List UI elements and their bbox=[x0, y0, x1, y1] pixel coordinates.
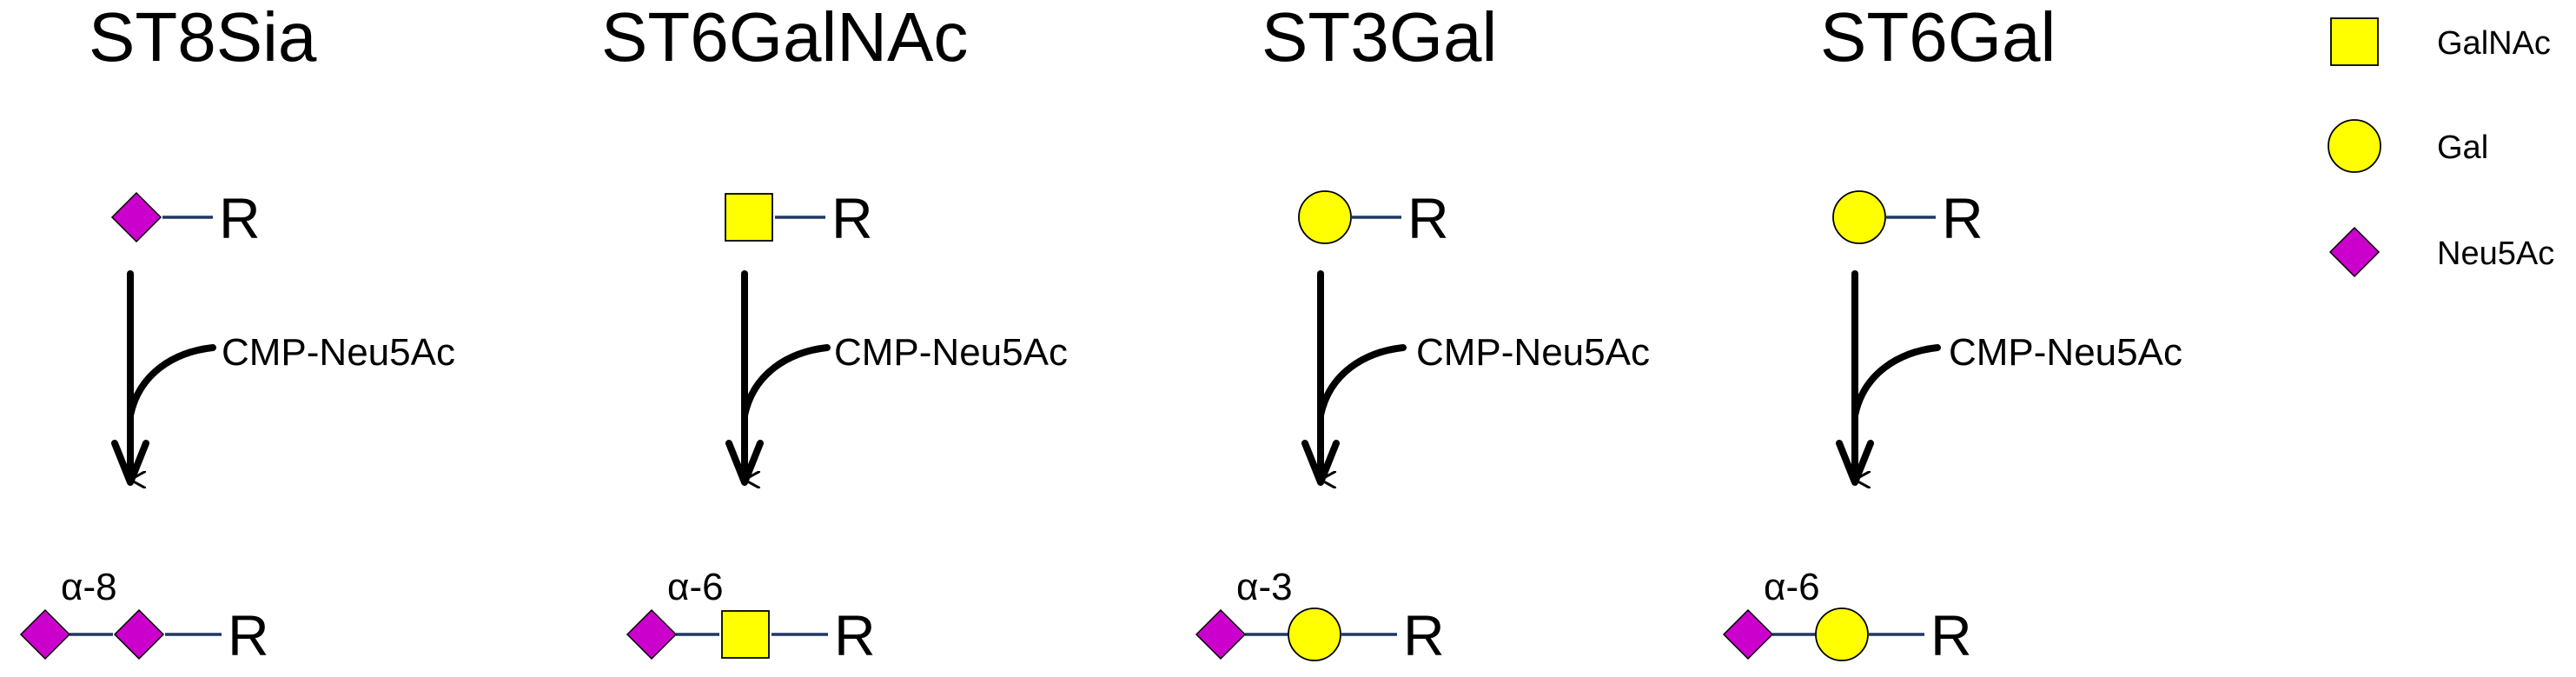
arrowhead-icon bbox=[111, 440, 149, 486]
neu5ac-diamond-icon bbox=[19, 608, 71, 660]
legend-label-gal: Gal bbox=[2437, 129, 2488, 166]
gal-circle-icon bbox=[1288, 607, 1341, 661]
substrate-r-label: R bbox=[831, 186, 873, 250]
legend-label-neu5ac: Neu5Ac bbox=[2437, 236, 2554, 272]
donor-label: CMP-Neu5Ac bbox=[222, 331, 455, 374]
neu5ac-diamond-icon bbox=[113, 608, 165, 660]
product-r-label: R bbox=[1930, 603, 1972, 667]
linkage-label: α-3 bbox=[1236, 566, 1293, 608]
substrate-r-label: R bbox=[1407, 186, 1449, 250]
neu5ac-diamond-icon bbox=[1195, 608, 1247, 660]
donor-label: CMP-Neu5Ac bbox=[1416, 331, 1650, 374]
donor-curve bbox=[1317, 344, 1407, 419]
galnac-square-icon bbox=[725, 193, 773, 242]
gal-circle-icon bbox=[1832, 190, 1886, 244]
donor-label: CMP-Neu5Ac bbox=[834, 331, 1068, 374]
arrowhead-icon bbox=[1301, 440, 1340, 486]
neu5ac-diamond-icon bbox=[626, 608, 678, 660]
donor-curve bbox=[1851, 344, 1941, 419]
substrate-r-label: R bbox=[1942, 186, 1983, 250]
galnac-square-icon bbox=[2330, 17, 2379, 66]
linkage-label: α-6 bbox=[667, 566, 724, 608]
arrowhead-icon bbox=[725, 440, 764, 486]
product-r-label: R bbox=[228, 603, 269, 667]
panel-title: ST3Gal bbox=[1262, 0, 1497, 76]
product-r-label: R bbox=[1403, 603, 1445, 667]
gal-circle-icon bbox=[1815, 607, 1869, 661]
donor-label: CMP-Neu5Ac bbox=[1949, 331, 2182, 374]
neu5ac-diamond-icon bbox=[110, 191, 162, 243]
panel-title: ST6Gal bbox=[1820, 0, 2056, 76]
neu5ac-diamond-icon bbox=[1722, 608, 1774, 660]
galnac-square-icon bbox=[721, 610, 770, 659]
gal-circle-icon bbox=[2328, 119, 2381, 173]
donor-curve bbox=[741, 344, 831, 419]
arrowhead-icon bbox=[1836, 440, 1874, 486]
legend-label-galnac: GalNAc bbox=[2437, 25, 2551, 62]
linkage-label: α-8 bbox=[61, 566, 117, 608]
product-r-label: R bbox=[834, 603, 876, 667]
substrate-r-label: R bbox=[219, 186, 261, 250]
panel-title: ST6GalNAc bbox=[601, 0, 968, 76]
neu5ac-diamond-icon bbox=[2328, 226, 2381, 278]
panel-title: ST8Sia bbox=[89, 0, 317, 76]
linkage-label: α-6 bbox=[1764, 566, 1820, 608]
donor-curve bbox=[127, 344, 216, 419]
gal-circle-icon bbox=[1298, 190, 1352, 244]
